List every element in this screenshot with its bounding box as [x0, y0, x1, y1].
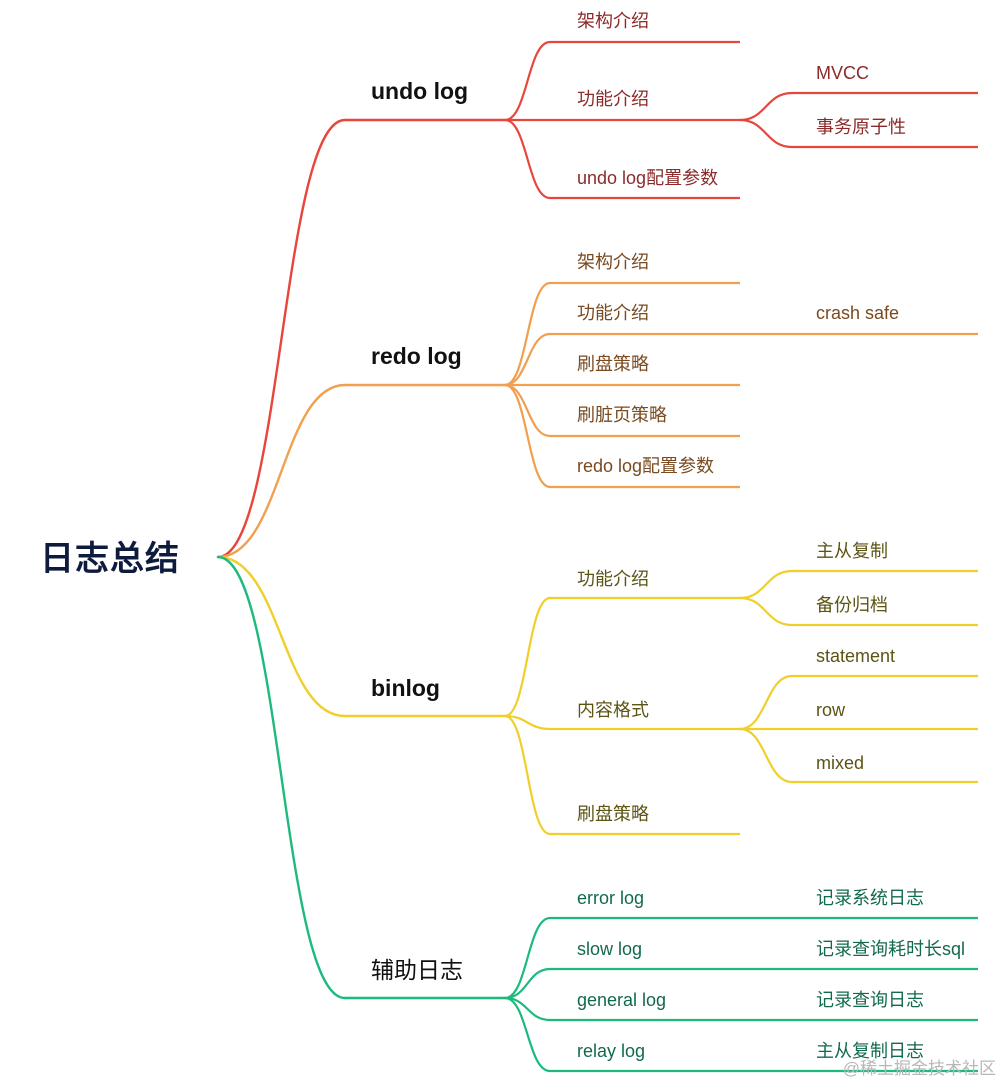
topic-undo-log[interactable]: undo log: [371, 78, 469, 104]
subtopic-relay-log[interactable]: relay log: [577, 1041, 646, 1061]
subtopic-redo-dirty-page[interactable]: 刷脏页策略: [577, 405, 667, 425]
subtopic-binlog-flush[interactable]: 刷盘策略: [577, 804, 649, 824]
leaf-binlog-row[interactable]: row: [816, 700, 846, 720]
subtopic-redo-architecture[interactable]: 架构介绍: [577, 252, 649, 272]
leaf-redo-crash-safe[interactable]: crash safe: [816, 303, 900, 323]
leaf-general-log-desc[interactable]: 记录查询日志: [816, 990, 924, 1010]
connector-topic-to-subtopic: [503, 714, 552, 836]
connector-topic-to-subtopic: [503, 996, 552, 1073]
connector-topic-to-subtopic: [503, 118, 552, 200]
connector-subtopic-to-leaf: [738, 596, 794, 627]
topic-redo-log[interactable]: redo log: [371, 343, 462, 369]
leaf-undo-atomicity[interactable]: 事务原子性: [816, 117, 906, 137]
subtopic-error-log[interactable]: error log: [577, 888, 645, 908]
leaf-binlog-backup[interactable]: 备份归档: [816, 595, 888, 615]
subtopic-undo-config[interactable]: undo log配置参数: [577, 168, 719, 188]
connector-root-to-topic: [216, 383, 347, 559]
topic-auxiliary-logs[interactable]: 辅助日志: [371, 957, 463, 983]
leaf-binlog-replication[interactable]: 主从复制: [816, 541, 888, 561]
connector-topic-to-subtopic: [503, 281, 552, 387]
subtopic-redo-flush[interactable]: 刷盘策略: [577, 354, 649, 374]
connector-subtopic-to-leaf: [738, 727, 794, 784]
subtopic-binlog-format[interactable]: 内容格式: [577, 700, 649, 720]
connector-root-to-topic: [216, 555, 347, 718]
connector-topic-to-subtopic: [503, 714, 552, 731]
leaf-error-log-desc[interactable]: 记录系统日志: [816, 888, 924, 908]
leaf-relay-log-desc[interactable]: 主从复制日志: [816, 1041, 924, 1061]
connector-topic-to-subtopic: [503, 383, 552, 438]
subtopic-undo-architecture[interactable]: 架构介绍: [577, 11, 649, 31]
connector-topic-to-subtopic: [503, 383, 552, 489]
topic-binlog[interactable]: binlog: [371, 675, 440, 701]
leaf-slow-log-desc[interactable]: 记录查询耗时长sql: [816, 939, 966, 959]
connector-topic-to-subtopic: [503, 332, 552, 387]
subtopic-redo-function[interactable]: 功能介绍: [577, 303, 649, 323]
connector-topic-to-subtopic: [503, 596, 552, 718]
leaf-undo-mvcc[interactable]: MVCC: [816, 63, 869, 83]
connector-subtopic-to-leaf: [738, 674, 794, 731]
connector-topic-to-subtopic: [503, 967, 552, 1000]
connector-subtopic-to-leaf: [738, 91, 794, 122]
connector-subtopic-to-leaf: [738, 569, 794, 600]
connector-topic-to-subtopic: [503, 916, 552, 1000]
subtopic-slow-log[interactable]: slow log: [577, 939, 643, 959]
subtopic-binlog-function[interactable]: 功能介绍: [577, 569, 649, 589]
watermark: @稀土掘金技术社区: [842, 1059, 996, 1078]
connector-subtopic-to-leaf: [738, 118, 794, 149]
connector-root-to-topic: [216, 118, 347, 559]
leaf-binlog-mixed[interactable]: mixed: [816, 753, 865, 773]
subtopic-redo-config[interactable]: redo log配置参数: [577, 456, 715, 476]
connector-topic-to-subtopic: [503, 40, 552, 122]
connector-root-to-topic: [216, 555, 347, 1000]
root-topic[interactable]: 日志总结: [40, 540, 180, 578]
subtopic-general-log[interactable]: general log: [577, 990, 667, 1010]
subtopic-undo-function[interactable]: 功能介绍: [577, 89, 649, 109]
leaf-binlog-statement[interactable]: statement: [816, 646, 896, 666]
